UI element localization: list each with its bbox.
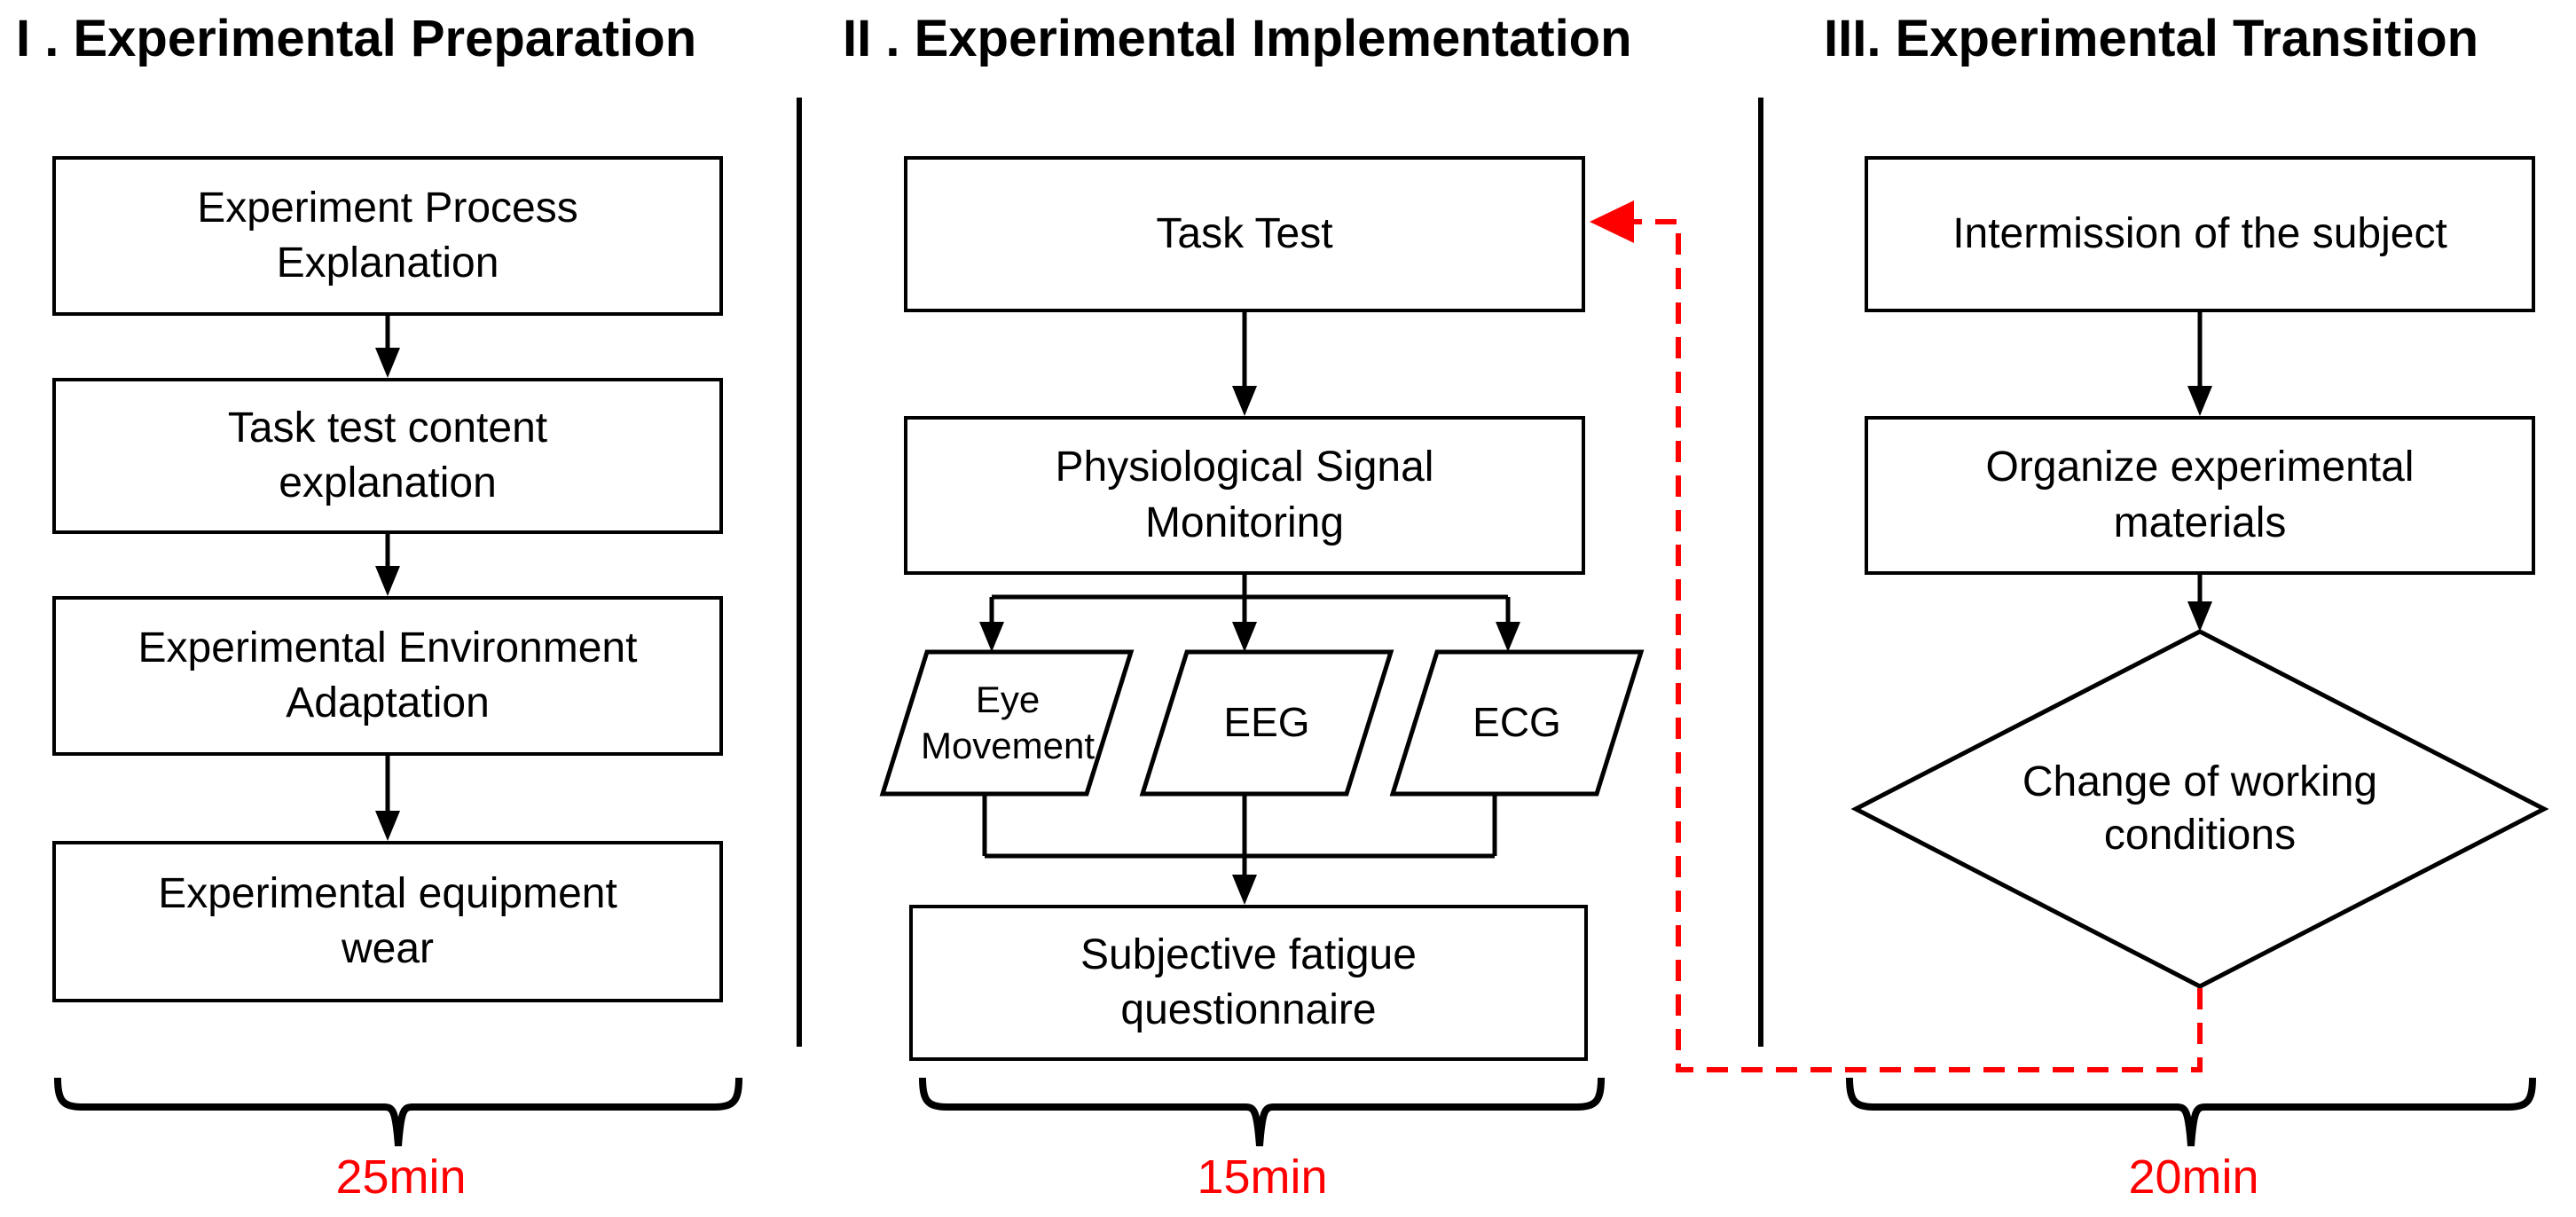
- process-box-label: Organize experimental materials: [1985, 444, 2415, 546]
- process-box-label: Task Test: [1156, 209, 1333, 257]
- process-box-label: Experiment Process Explanation: [197, 184, 578, 287]
- process-box-label: Experimental equipment wear: [158, 869, 617, 972]
- duration-brace-implementation: [919, 1077, 1605, 1147]
- process-box-label: Subjective fatigue questionnaire: [1080, 930, 1417, 1033]
- duration-label-transition: 20min: [2128, 1150, 2259, 1204]
- signal-label-ecg: ECG: [1473, 699, 1561, 746]
- process-box-label: Experimental Environment Adaptation: [137, 624, 638, 726]
- flow-arrow-intermission-organize: [2187, 312, 2212, 416]
- process-box-label: Intermission of the subject: [1952, 209, 2447, 257]
- signal-label-eeg: EEG: [1223, 699, 1310, 746]
- duration-brace-transition: [1846, 1077, 2536, 1147]
- signal-label-eye-movement: Eye Movement: [920, 678, 1096, 767]
- flow-arrow-prep-1-2: [375, 316, 400, 378]
- process-box-environment-adaptation: Experimental Environment Adaptation: [52, 596, 723, 756]
- duration-label-preparation: 25min: [335, 1150, 467, 1204]
- parallelogram-eye-movement: [879, 649, 1135, 797]
- decision-label-change-of-working-conditions: Change of working conditions: [2022, 758, 2378, 859]
- process-box-experiment-process-explanation: Experiment Process Explanation: [52, 156, 723, 316]
- process-box-intermission-of-subject: Intermission of the subject: [1865, 156, 2535, 312]
- decision-diamond-shape: [1850, 629, 2549, 989]
- section-title-preparation: I . Experimental Preparation: [16, 10, 697, 67]
- process-box-equipment-wear: Experimental equipment wear: [52, 841, 723, 1002]
- process-box-task-test-content-explanation: Task test content explanation: [52, 378, 723, 534]
- parallelogram-eeg: [1139, 649, 1394, 797]
- duration-brace-preparation: [54, 1077, 742, 1147]
- merge-connector-questionnaire: [982, 794, 1497, 905]
- process-box-physiological-signal-monitoring: Physiological Signal Monitoring: [904, 416, 1585, 575]
- section-title-transition: III. Experimental Transition: [1824, 10, 2479, 67]
- flow-arrow-prep-3-4: [375, 756, 400, 841]
- parallelogram-ecg: [1389, 649, 1645, 797]
- duration-label-implementation: 15min: [1197, 1150, 1328, 1204]
- process-box-subjective-fatigue-questionnaire: Subjective fatigue questionnaire: [909, 905, 1588, 1061]
- section-title-implementation: II . Experimental Implementation: [843, 10, 1632, 67]
- feedback-arrowhead: [1590, 200, 1634, 243]
- flow-arrow-organize-decision: [2187, 575, 2212, 632]
- process-box-label: Task test content explanation: [227, 404, 548, 506]
- flow-arrow-prep-2-3: [375, 534, 400, 596]
- process-box-organize-materials: Organize experimental materials: [1865, 416, 2535, 575]
- process-box-task-test: Task Test: [904, 156, 1585, 312]
- branch-connector-signals: [979, 575, 1520, 652]
- process-box-label: Physiological Signal Monitoring: [1055, 444, 1434, 546]
- flow-arrow-tasktest-monitoring: [1232, 312, 1257, 416]
- feedback-loop-arrow: [1590, 200, 2203, 1072]
